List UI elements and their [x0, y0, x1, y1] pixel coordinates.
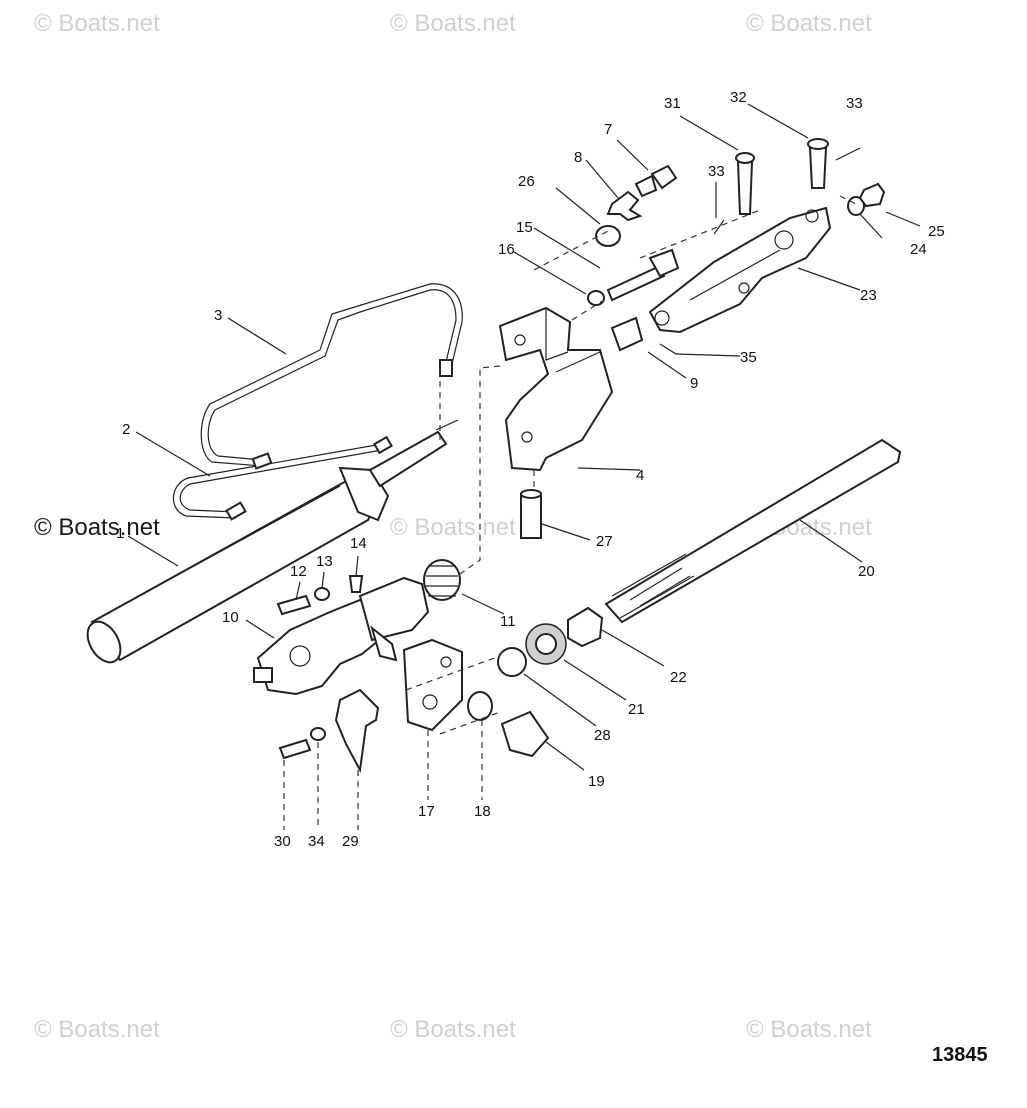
- nut-25: [858, 182, 886, 208]
- callout-9: 9: [690, 375, 698, 392]
- callout-35: 35: [740, 349, 757, 366]
- callout-29: 29: [342, 833, 359, 850]
- callout-16: 16: [498, 241, 515, 258]
- pin-35: [659, 343, 677, 355]
- callout-28: 28: [594, 727, 611, 744]
- clamp-block-17: [402, 638, 463, 732]
- callout-8: 8: [574, 149, 582, 166]
- steering-shaft: [604, 438, 902, 624]
- washer-34: [310, 727, 326, 741]
- callout-27: 27: [596, 533, 613, 550]
- fitting-14: [348, 575, 364, 593]
- plug-19: [500, 710, 550, 758]
- callout-labels: 1 2 3 4 7 8 9 10 11 12 13 14 15 16 17 18…: [116, 89, 945, 850]
- bolt-15: [606, 248, 680, 302]
- callout-11: 11: [500, 613, 516, 630]
- assembly-lines: [283, 195, 857, 830]
- screw-12: [276, 594, 312, 616]
- callout-3: 3: [214, 307, 222, 324]
- bushing-26: [595, 225, 621, 247]
- cylinder-tube: [86, 419, 459, 664]
- steering-arm: [648, 206, 832, 334]
- lock-plate-8: [606, 190, 643, 222]
- callout-14: 14: [350, 535, 367, 552]
- watermark: © Boats.net: [390, 514, 516, 541]
- clevis-pin-32: [807, 138, 829, 189]
- clevis-pin-31: [735, 152, 755, 215]
- coupling-11: [423, 559, 461, 601]
- watermark: © Boats.net: [34, 514, 160, 541]
- screw-30: [278, 738, 312, 760]
- callout-22: 22: [670, 669, 687, 686]
- steering-bracket: [498, 306, 614, 472]
- diagram-number: 13845: [932, 1044, 988, 1066]
- washer-16: [587, 290, 605, 306]
- sleeve-9: [610, 316, 644, 352]
- leader-lines: [127, 103, 921, 771]
- callout-33: 33: [846, 95, 863, 112]
- ring-18: [467, 691, 493, 721]
- nut-22: [567, 606, 604, 648]
- callout-31: 31: [664, 95, 681, 112]
- watermark: © Boats.net: [390, 1016, 516, 1043]
- callout-12: 12: [290, 563, 307, 580]
- watermark: © Boats.net: [390, 10, 516, 37]
- callout-15: 15: [516, 219, 533, 236]
- callout-4: 4: [636, 467, 644, 484]
- callout-26: 26: [518, 173, 535, 190]
- seal-21-inner: [535, 633, 557, 655]
- callout-21: 21: [628, 701, 645, 718]
- callout-2: 2: [122, 421, 130, 438]
- seal-28: [497, 647, 527, 677]
- callout-30: 30: [274, 833, 291, 850]
- hydraulic-line-2: [172, 435, 393, 521]
- callout-20: 20: [858, 563, 875, 580]
- callout-1: 1: [116, 525, 124, 542]
- callout-25: 25: [928, 223, 945, 240]
- cotter-pin-33: [713, 219, 725, 235]
- callout-13: 13: [316, 553, 333, 570]
- callout-23: 23: [860, 287, 877, 304]
- hydraulic-line-3: [200, 283, 463, 470]
- callout-34: 34: [308, 833, 325, 850]
- callout-33: 33: [708, 163, 725, 180]
- callout-32: 32: [730, 89, 747, 106]
- watermark: © Boats.net: [746, 10, 872, 37]
- callout-7: 7: [604, 121, 612, 138]
- grease-fitting-7: [634, 164, 678, 198]
- cotter-pin-33: [835, 147, 861, 161]
- watermark: © Boats.net: [34, 1016, 160, 1043]
- bracket-29: [334, 688, 380, 774]
- callout-18: 18: [474, 803, 491, 820]
- watermark: © Boats.net: [34, 10, 160, 37]
- pin-27: [520, 489, 542, 539]
- washer-13: [314, 587, 330, 601]
- callout-24: 24: [910, 241, 927, 258]
- watermark: © Boats.net: [746, 1016, 872, 1043]
- callout-19: 19: [588, 773, 605, 790]
- callout-10: 10: [222, 609, 239, 626]
- callout-17: 17: [418, 803, 435, 820]
- control-valve: [253, 598, 386, 696]
- valve-spool: [358, 576, 430, 662]
